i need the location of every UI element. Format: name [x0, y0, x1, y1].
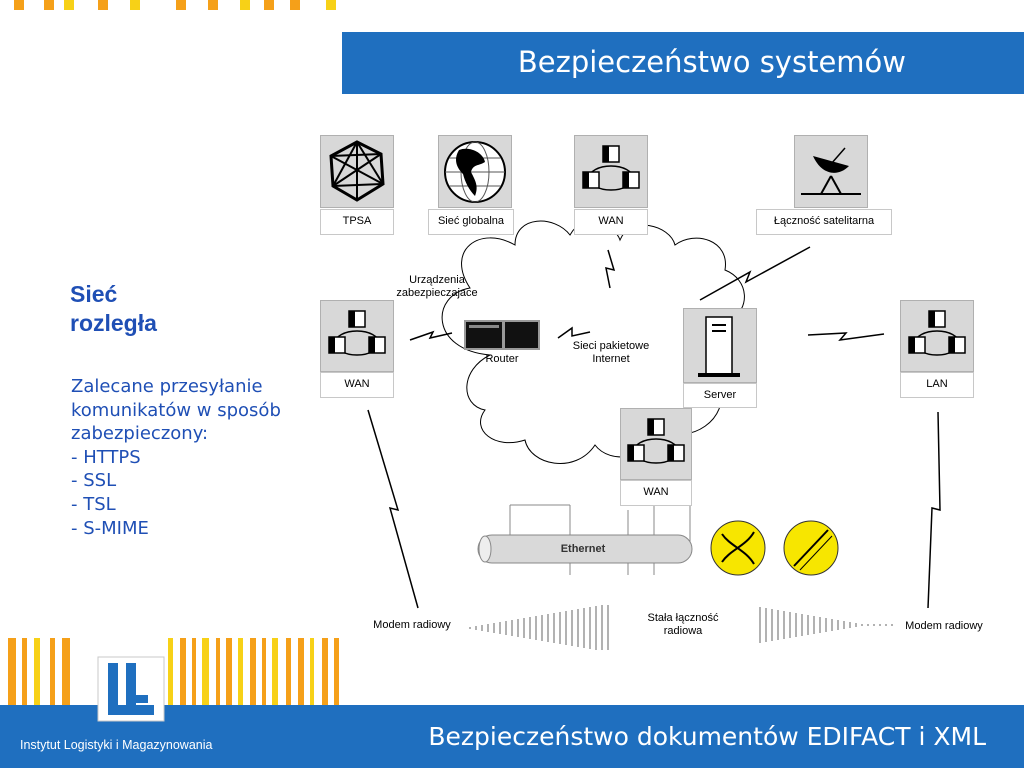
section-heading: Sieć rozległa — [70, 280, 157, 338]
satellite-icon-box — [794, 135, 868, 208]
security-devices-label: Urządzenia zabezpieczajace — [396, 274, 478, 299]
lightning-bolt — [605, 249, 616, 289]
title-bar: Bezpieczeństwo systemów — [342, 32, 1024, 94]
lightning-bolt — [807, 332, 885, 342]
network-nodes-icon — [582, 145, 640, 191]
network-nodes-icon — [627, 418, 685, 464]
lightning-bolt — [557, 326, 591, 339]
modem-right-label: Modem radiowy — [905, 620, 983, 632]
body-line: zabezpieczony: — [71, 423, 209, 445]
body-line: komunikatów w sposób — [71, 399, 281, 421]
wan-left-label: WAN — [320, 372, 394, 398]
body-line: Zalecane przesyłanie — [71, 376, 263, 397]
radio-waves-left — [469, 605, 609, 650]
satellite-label: Łączność satelitarna — [756, 209, 892, 235]
body-line: - TSL — [71, 493, 116, 515]
router-label: Router — [485, 353, 519, 365]
slide-title: Bezpieczeństwo systemów — [517, 45, 906, 79]
globe-icon — [444, 141, 506, 203]
lightning-bolt — [409, 330, 453, 341]
network-nodes-icon — [908, 310, 966, 356]
network-diagram: TPSA Sieć globalna WAN — [310, 130, 1024, 650]
wan-center-label: WAN — [620, 480, 692, 506]
server-label: Server — [683, 383, 757, 408]
network-nodes-icon — [328, 310, 386, 356]
tpsa-network-icon — [329, 140, 385, 202]
wan-left-icon-box — [320, 300, 394, 372]
top-decorative-stripes — [0, 0, 340, 10]
server-icon — [698, 316, 740, 377]
wan-top-icon-box — [574, 135, 648, 208]
global-network-label: Sieć globalna — [428, 209, 514, 235]
body-line: - SSL — [71, 470, 117, 492]
body-text: Zalecane przesyłanie komunikatów w sposó… — [71, 375, 281, 540]
institute-name: Instytut Logistyki i Magazynowania — [20, 738, 213, 752]
globe-icon-box — [438, 135, 512, 208]
satellite-dish-icon — [801, 147, 861, 195]
ethernet-cable — [477, 534, 693, 564]
body-line: - S-MIME — [71, 517, 149, 539]
body-line: - HTTPS — [71, 446, 141, 468]
diagram-graphics — [367, 220, 941, 650]
lightning-bolt — [699, 246, 811, 301]
lan-label: LAN — [900, 372, 974, 398]
lightning-bolt — [367, 409, 419, 609]
ethernet-label: Ethernet — [560, 543, 606, 555]
bottom-decorative-stripes — [0, 638, 345, 706]
internet-cloud-shape — [441, 220, 747, 464]
router-icon — [464, 320, 540, 350]
radio-waves-right — [759, 607, 893, 643]
lightning-bolt — [927, 411, 941, 609]
tpsa-icon-box — [320, 135, 394, 208]
heading-line-1: Sieć — [70, 281, 118, 307]
footer-bar: Instytut Logistyki i Magazynowania Bezpi… — [0, 705, 1024, 768]
institute-logo — [97, 656, 165, 722]
fixed-radio-label: Stała łączność radiowa — [647, 612, 719, 637]
packet-networks-label: Sieci pakietowe Internet — [572, 340, 650, 365]
modem-left-label: Modem radiowy — [373, 619, 451, 631]
footer-title: Bezpieczeństwo dokumentów EDIFACT i XML — [428, 722, 986, 751]
wan-top-label: WAN — [574, 209, 648, 235]
lan-icon-box — [900, 300, 974, 372]
wan-center-icon-box — [620, 408, 692, 480]
heading-line-2: rozległa — [70, 310, 157, 336]
server-icon-box — [683, 308, 757, 383]
tpsa-label: TPSA — [320, 209, 394, 235]
